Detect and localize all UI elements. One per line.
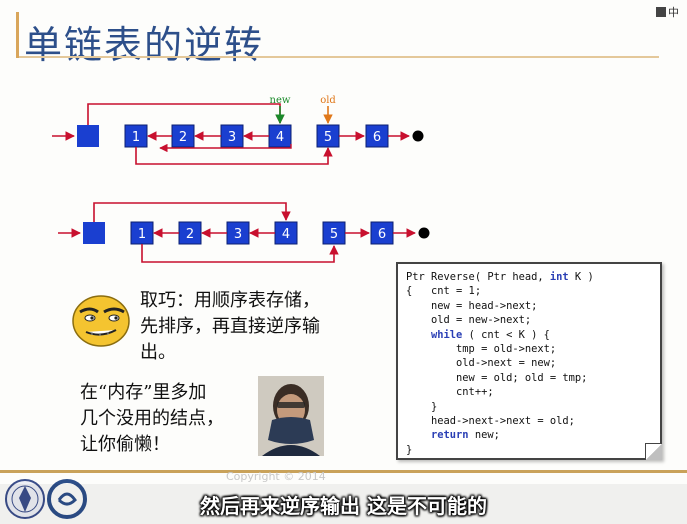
code-text: old->next = new; <box>406 357 557 370</box>
code-line: { cnt = 1; <box>406 284 594 298</box>
list-diagram-2: 1 2 3 4 5 6 <box>58 202 430 263</box>
slide-title: 单链表的逆转 <box>24 23 265 67</box>
d2-1-to-5-link <box>141 244 339 263</box>
d1-node-1: 1 <box>124 124 148 148</box>
d2-node-2-label: 2 <box>186 227 194 242</box>
d2-node-3-label: 3 <box>234 227 242 242</box>
footer-divider <box>0 470 687 473</box>
code-text: old = new->next; <box>406 314 532 327</box>
code-text: { cnt = 1; <box>406 285 482 298</box>
code-text <box>406 329 431 341</box>
memory-note-line: 在“内存”里多加 <box>80 382 207 403</box>
code-keyword: while <box>431 328 463 341</box>
d2-node-4-label: 4 <box>282 227 290 242</box>
d2-node-1-label: 1 <box>138 227 146 242</box>
code-text: new = head->next; <box>406 299 538 312</box>
code-line: while ( cnt < K ) { <box>406 328 594 342</box>
code-text <box>406 429 431 441</box>
code-line: Ptr Reverse( Ptr head, int K ) <box>406 270 594 284</box>
language-toggle[interactable]: 中 <box>656 5 686 21</box>
d1-node-1-label: 1 <box>132 130 140 145</box>
d2-null-terminator <box>418 227 430 239</box>
d1-node-2: 2 <box>171 124 195 148</box>
footer-copyright: Copyright © 2014 <box>226 470 326 483</box>
d2-node-6: 6 <box>370 221 394 245</box>
code-text: Ptr Reverse( Ptr head, <box>406 271 550 283</box>
title-underline <box>19 56 659 58</box>
person-image <box>258 376 324 456</box>
code-text: new; <box>468 429 500 442</box>
d1-node-4: 4 <box>268 124 292 148</box>
d1-null-terminator <box>412 130 424 142</box>
square-icon <box>656 7 666 17</box>
d1-4-back-link <box>159 143 292 153</box>
memory-note-line: 让你偷懒！ <box>80 434 170 455</box>
d2-node-5: 5 <box>322 221 346 245</box>
memory-note: 在“内存”里多加 几个没用的结点， 让你偷懒！ <box>80 380 224 458</box>
d1-pointer-old-label: old <box>320 95 336 106</box>
d1-pointer-new-label: new <box>270 95 291 106</box>
code-text: tmp = old->next; <box>406 342 557 355</box>
d1-node-4-label: 4 <box>276 130 284 145</box>
d2-node-1: 1 <box>130 221 154 245</box>
d2-node-6-label: 6 <box>378 227 386 242</box>
d1-node-3-label: 3 <box>228 130 236 145</box>
code-keyword: int <box>549 271 569 283</box>
code-text: new = old; old = tmp; <box>406 371 588 384</box>
code-line: } <box>406 400 594 414</box>
d1-1-to-5-link <box>135 147 333 165</box>
d2-node-3: 3 <box>226 221 250 245</box>
trick-note-line: 出。 <box>140 342 176 363</box>
caption-band <box>0 484 687 524</box>
d1-head-to-4-link <box>87 103 285 125</box>
code-line: old->next = new; <box>406 356 594 370</box>
d2-node-2: 2 <box>178 221 202 245</box>
smirk-face-icon <box>72 295 130 347</box>
d1-head-node <box>77 125 99 147</box>
d1-node-2-label: 2 <box>179 130 187 145</box>
trick-note-line: 先排序，再直接逆序输 <box>140 316 320 337</box>
d2-node-4: 4 <box>274 221 298 245</box>
masked-person-photo <box>258 376 324 456</box>
code-panel: Ptr Reverse( Ptr head, int K ){ cnt = 1;… <box>396 262 662 460</box>
code-keyword: return <box>431 429 469 442</box>
code-text: cnt++; <box>406 386 494 399</box>
video-subtitle: 然后再来逆序输出 这是不可能的 <box>200 494 487 518</box>
reverse-code: Ptr Reverse( Ptr head, int K ){ cnt = 1;… <box>406 270 594 457</box>
code-text: K ) <box>568 271 594 283</box>
code-text: } <box>406 443 413 456</box>
list-diagram-1: 1 2 3 4 5 6 <box>52 95 424 165</box>
code-text: } <box>406 400 438 413</box>
code-line: head->next->next = old; <box>406 414 594 428</box>
d2-head-node <box>83 222 105 244</box>
language-label: 中 <box>668 6 679 19</box>
code-line: new = old; old = tmp; <box>406 371 594 385</box>
mooc-logo-icon <box>47 479 87 519</box>
memory-note-line: 几个没用的结点， <box>80 408 224 429</box>
code-line: tmp = old->next; <box>406 342 594 356</box>
code-line: old = new->next; <box>406 313 594 327</box>
code-text: ( cnt < K ) { <box>462 328 550 341</box>
d1-node-5: 5 <box>316 124 340 148</box>
code-line: cnt++; <box>406 385 594 399</box>
d1-node-3: 3 <box>220 124 244 148</box>
d1-node-6: 6 <box>365 124 389 148</box>
title-accent-bar <box>16 12 19 58</box>
code-line: return new; <box>406 428 594 442</box>
trick-note-line: 取巧：用顺序表存储， <box>140 290 320 311</box>
d2-head-to-4-link <box>93 202 291 222</box>
d1-node-5-label: 5 <box>324 130 332 145</box>
page-fold-corner <box>645 443 662 460</box>
code-line: new = head->next; <box>406 299 594 313</box>
code-text: head->next->next = old; <box>406 414 575 427</box>
code-line: } <box>406 443 594 457</box>
d1-node-6-label: 6 <box>373 130 381 145</box>
d2-node-5-label: 5 <box>330 227 338 242</box>
trick-note: 取巧：用顺序表存储， 先排序，再直接逆序输 出。 <box>140 288 320 366</box>
university-crest-icon <box>5 479 45 519</box>
